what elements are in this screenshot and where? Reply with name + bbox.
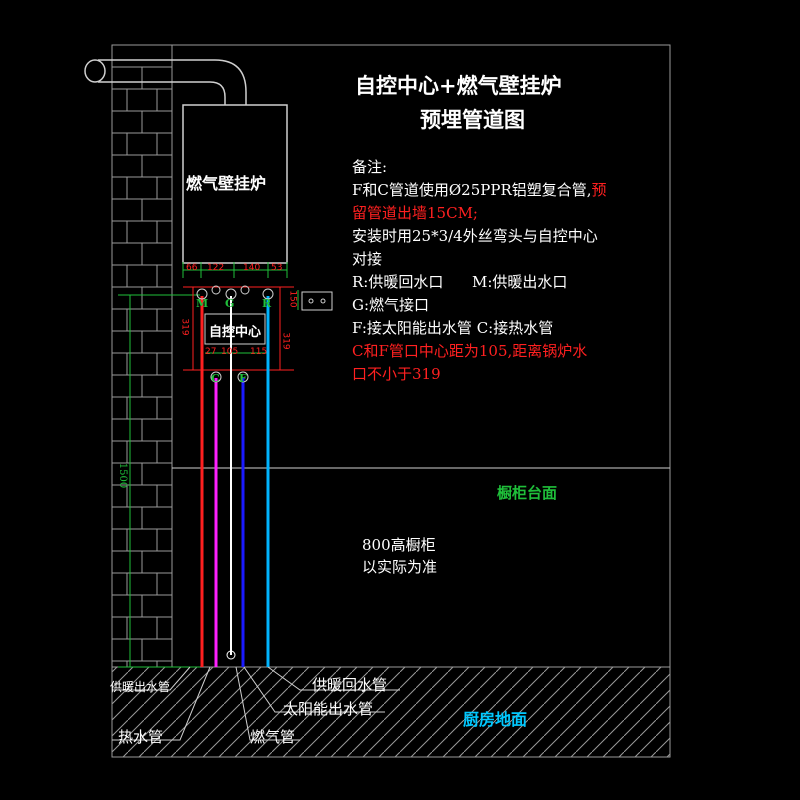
- dim-top-66: 66: [186, 263, 198, 273]
- boiler-body: [182, 104, 288, 264]
- dim-height-1500: 1500: [117, 462, 129, 489]
- notes-line-3: 安装时用25*3/4外丝弯头与自控中心: [352, 227, 598, 245]
- label-hot-water-pipe: 热水管: [118, 728, 164, 746]
- diagram-title-line2: 预埋管道图: [420, 107, 525, 132]
- notes-line-9: 口不小于319: [352, 365, 441, 383]
- port-letter-g: G: [225, 297, 235, 310]
- label-gas-pipe: 燃气管: [250, 728, 296, 746]
- cabinet-note: 800高橱柜 以实际为准: [362, 534, 437, 578]
- notes-line-7: F:接太阳能出水管 C:接热水管: [352, 319, 554, 337]
- port-letter-r: R: [262, 297, 272, 310]
- flue-pipe: [84, 59, 247, 105]
- notes-line-6: G:燃气接口: [352, 296, 430, 314]
- label-return-pipe: 供暖回水管: [312, 676, 388, 694]
- label-supply-pipe: 供暖出水管: [110, 680, 171, 694]
- dim-mid-115: 115: [250, 347, 268, 357]
- power-socket: [301, 291, 333, 311]
- notes-block: 备注: F和C管道使用Ø25PPR铝塑复合管,预 留管道出墙15CM; 安装时用…: [352, 156, 607, 386]
- notes-line-1: F和C管道使用Ø25PPR铝塑复合管,预: [352, 181, 607, 199]
- pipes: [200, 296, 270, 667]
- leader-lines: [112, 666, 400, 741]
- boiler-label: 燃气壁挂炉: [186, 174, 267, 193]
- notes-line-8: C和F管口中心距为105,距离锅炉水: [352, 342, 588, 360]
- port-circles: [196, 285, 274, 383]
- label-solar-pipe: 太阳能出水管: [283, 700, 374, 718]
- dim-top-140: 140: [243, 263, 261, 273]
- dim-left-319: 319: [179, 318, 190, 336]
- port-letter-f: F: [239, 372, 247, 385]
- port-letter-m: M: [196, 297, 209, 310]
- notes-line-4: 对接: [352, 250, 383, 268]
- cabinet-note-line1: 800高橱柜: [362, 536, 436, 554]
- counter-top-label: 橱柜台面: [497, 484, 558, 502]
- notes-line-2: 留管道出墙15CM;: [352, 204, 478, 222]
- dim-top-122: 122: [207, 263, 225, 273]
- diagram-title-line1: 自控中心+燃气壁挂炉: [355, 73, 562, 98]
- dim-right-319: 319: [280, 332, 291, 350]
- dim-top-53: 53: [271, 263, 283, 273]
- kitchen-floor-label: 厨房地面: [463, 710, 528, 729]
- brick-wall: [111, 45, 173, 667]
- dim-mid-27: 27: [205, 347, 217, 357]
- kitchen-floor: [111, 666, 671, 758]
- dim-mid-105: 105: [221, 347, 239, 357]
- dim-socket-150: 150: [287, 290, 298, 308]
- port-letter-c: C: [211, 372, 220, 385]
- control-center-label: 自控中心: [209, 325, 262, 340]
- cabinet-note-line2: 以实际为准: [362, 558, 438, 576]
- control-center-box: [204, 313, 266, 345]
- notes-line-5: R:供暖回水口 M:供暖出水口: [352, 273, 568, 291]
- notes-heading: 备注:: [352, 158, 388, 176]
